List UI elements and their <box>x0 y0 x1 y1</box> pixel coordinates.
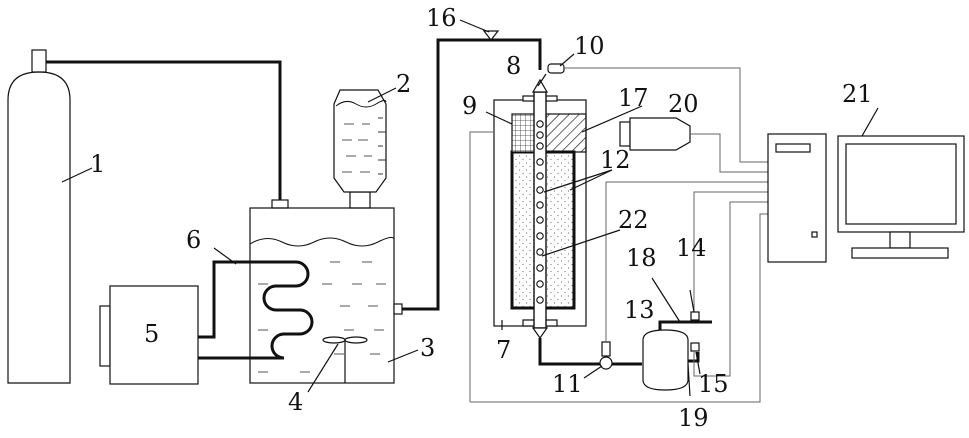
label-3: 3 <box>420 334 435 362</box>
label-21: 21 <box>842 80 873 108</box>
outlet-valve <box>600 357 612 369</box>
label-5: 5 <box>144 320 159 348</box>
label-15: 15 <box>698 370 729 398</box>
label-17: 17 <box>618 84 649 112</box>
tank-outlet <box>394 304 402 314</box>
label-16: 16 <box>426 4 457 32</box>
tank-gas-inlet <box>272 200 288 208</box>
sensor-15 <box>691 343 699 351</box>
label-2: 2 <box>396 70 411 98</box>
top-fitting <box>533 80 547 92</box>
computer-tower <box>768 134 826 262</box>
stirrer <box>323 337 367 383</box>
mesh-block <box>512 114 536 152</box>
hatched-block <box>546 114 586 152</box>
label-8: 8 <box>506 52 521 80</box>
gas-line <box>46 62 280 200</box>
collection-vessel <box>643 330 688 390</box>
label-9: 9 <box>462 92 477 120</box>
cooling-coil <box>198 262 312 358</box>
label-7: 7 <box>496 336 511 364</box>
label-14: 14 <box>676 234 707 262</box>
label-13: 13 <box>624 296 655 324</box>
label-22: 22 <box>618 206 649 234</box>
label-6: 6 <box>186 226 201 254</box>
monitor <box>838 136 964 258</box>
valve-stem <box>602 342 610 356</box>
sensor-14 <box>691 312 699 320</box>
bottom-fitting <box>533 328 547 338</box>
label-4: 4 <box>288 388 303 416</box>
label-11: 11 <box>552 370 583 398</box>
label-16-leader <box>460 20 489 32</box>
label-18: 18 <box>626 244 657 272</box>
label-20: 20 <box>668 90 699 118</box>
reservoir-bottle <box>334 90 386 208</box>
label-1: 1 <box>90 150 105 178</box>
label-10: 10 <box>574 32 605 60</box>
label-12: 12 <box>600 146 631 174</box>
gas-cylinder <box>8 50 70 383</box>
label-19: 19 <box>678 404 709 432</box>
